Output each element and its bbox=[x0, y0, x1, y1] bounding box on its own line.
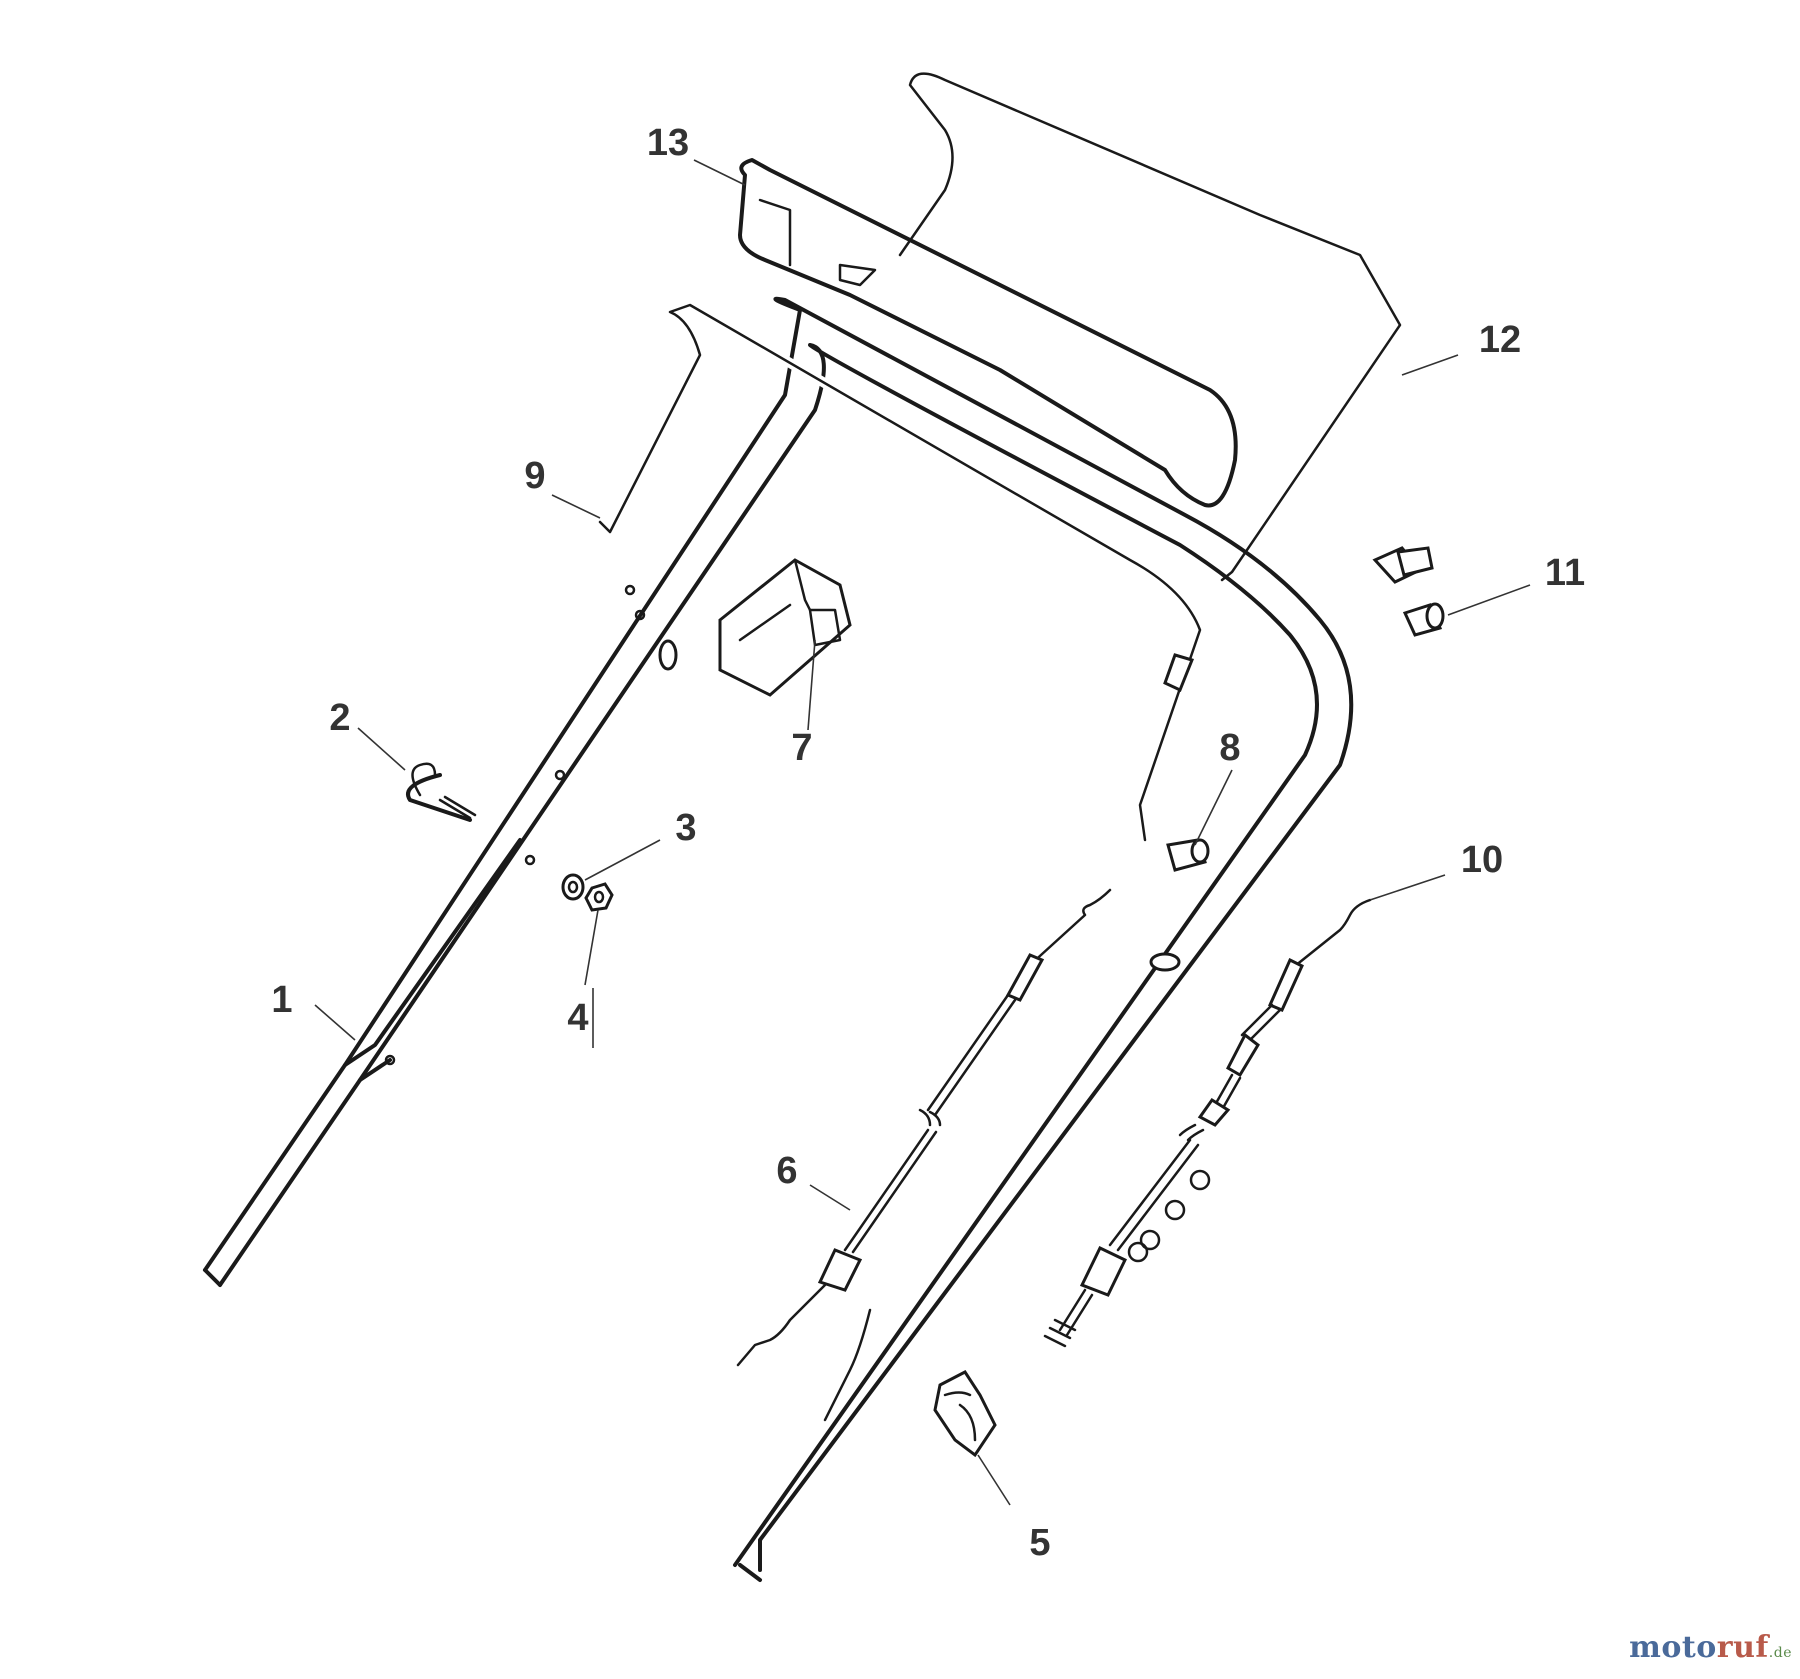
part-13-crossbar[interactable] bbox=[738, 158, 1238, 508]
callout-numbers: 1 2 3 4 5 6 7 8 9 10 11 12 13 bbox=[271, 122, 1585, 1564]
part-9-control-bail[interactable] bbox=[595, 300, 1205, 845]
part-5-clip[interactable] bbox=[933, 1370, 997, 1458]
part-12-top-handle-bar[interactable] bbox=[895, 68, 1434, 585]
part-1-main-frame[interactable] bbox=[203, 296, 1354, 1582]
part-11-cap[interactable] bbox=[1402, 602, 1445, 637]
callout-2: 2 bbox=[329, 697, 350, 739]
part-8-bushing[interactable] bbox=[1166, 838, 1210, 872]
part-2-hook-bolt[interactable] bbox=[406, 762, 477, 822]
watermark-part-1: moto bbox=[1629, 1630, 1717, 1665]
part-6-cable[interactable] bbox=[736, 888, 1112, 1367]
watermark-part-2: ruf bbox=[1716, 1630, 1769, 1665]
callout-6: 6 bbox=[776, 1150, 797, 1192]
part-7-switch-box[interactable] bbox=[718, 558, 852, 697]
callout-9: 9 bbox=[524, 455, 545, 497]
callout-13: 13 bbox=[647, 122, 689, 164]
callout-3: 3 bbox=[675, 807, 696, 849]
part-4-nut[interactable] bbox=[584, 882, 614, 912]
watermark-part-3: .de bbox=[1768, 1645, 1792, 1661]
callout-10: 10 bbox=[1461, 839, 1503, 881]
leader-lines bbox=[314, 159, 1531, 1506]
callout-5: 5 bbox=[1029, 1522, 1050, 1564]
part-3-washer[interactable] bbox=[561, 873, 585, 901]
motoruf-watermark-logo: motoruf.de bbox=[1629, 1630, 1792, 1665]
callout-1: 1 bbox=[271, 979, 292, 1021]
part-10-cable[interactable] bbox=[1043, 898, 1372, 1348]
callout-11: 11 bbox=[1545, 552, 1585, 594]
callout-7: 7 bbox=[791, 727, 812, 769]
callout-8: 8 bbox=[1219, 727, 1240, 769]
callout-4: 4 bbox=[567, 997, 588, 1039]
callout-12: 12 bbox=[1479, 319, 1521, 361]
